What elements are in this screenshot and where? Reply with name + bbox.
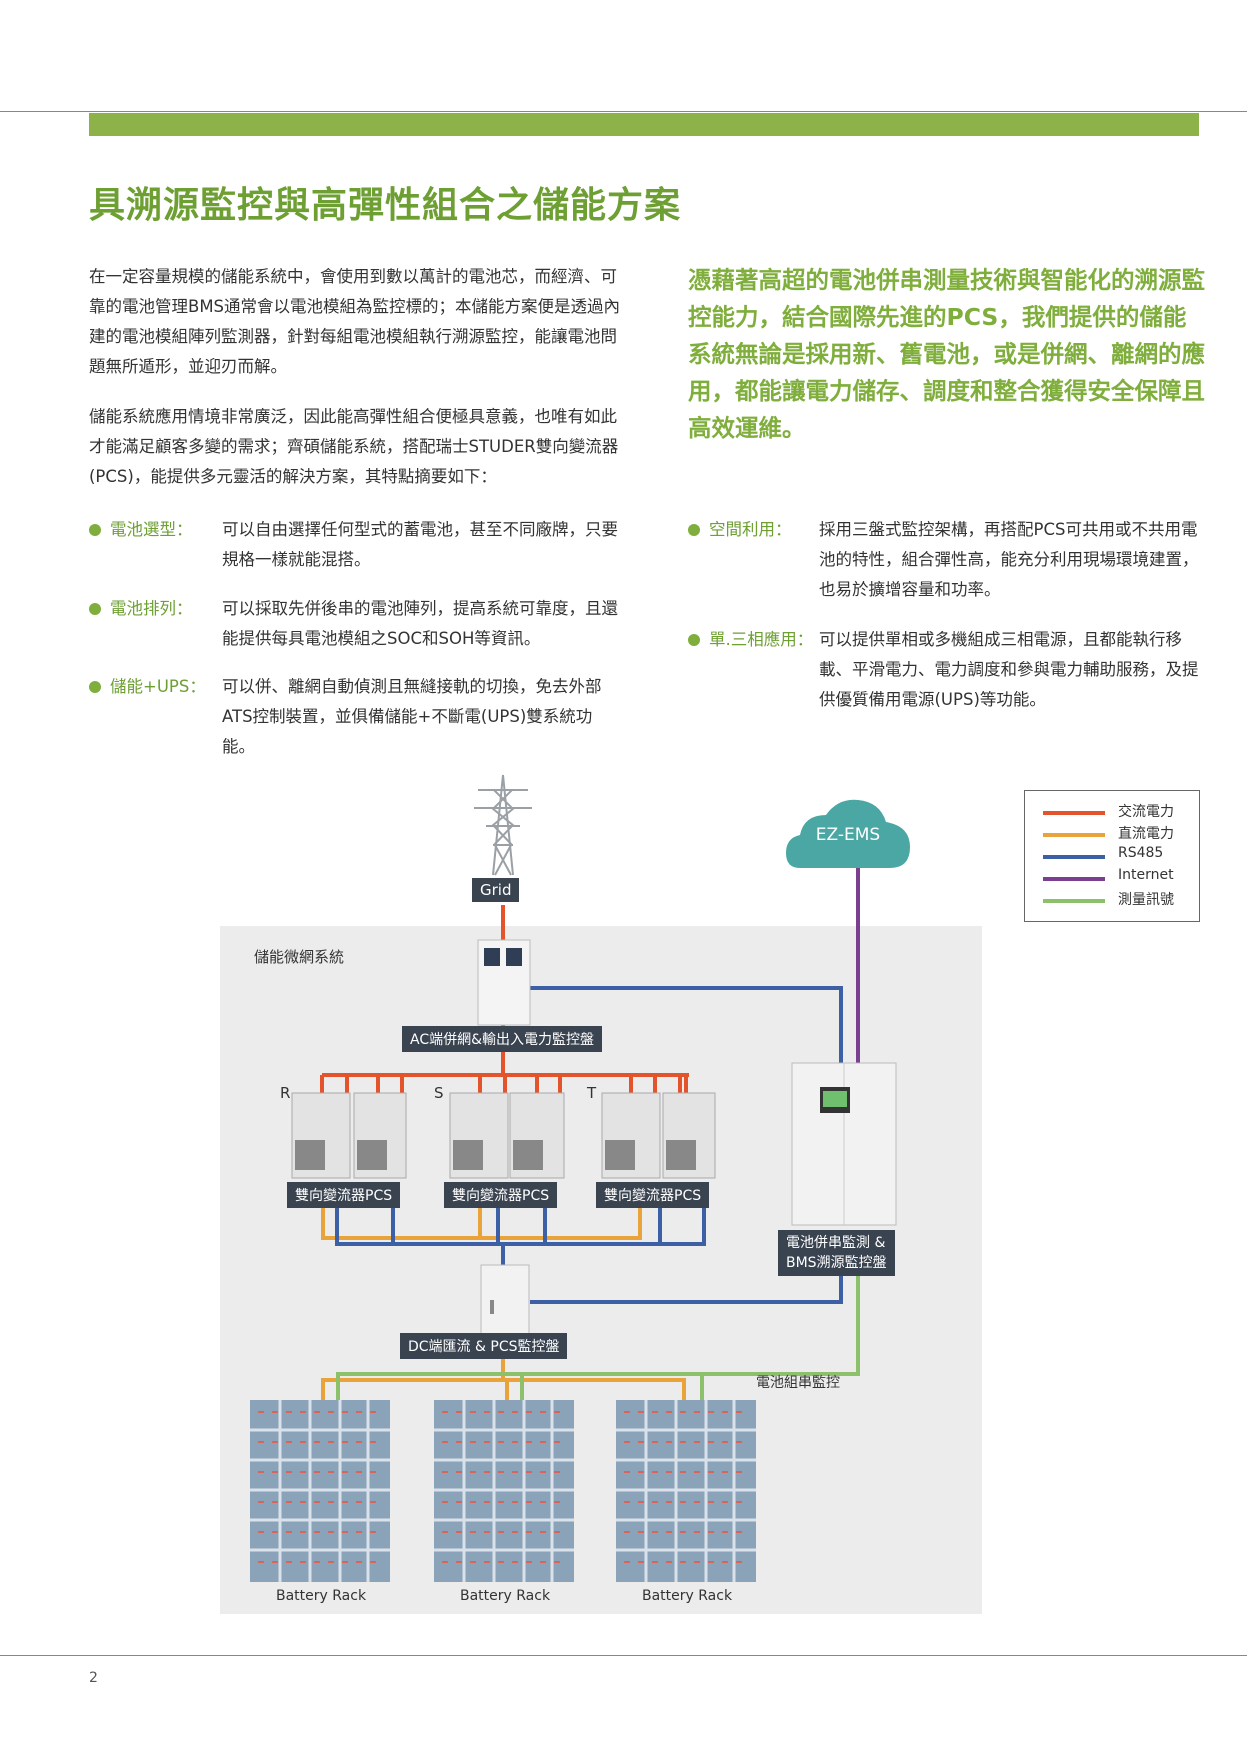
feature-label: 單.三相應用： bbox=[709, 630, 814, 649]
transmission-tower-icon bbox=[474, 774, 532, 876]
string-monitor-label: 電池組串監控 bbox=[756, 1375, 840, 1391]
feature-label: 空間利用： bbox=[709, 520, 792, 539]
pcs-label-t: 雙向變流器PCS bbox=[596, 1182, 710, 1208]
line-legend: 交流電力 直流電力 RS485 Internet 測量訊號 bbox=[1024, 790, 1200, 922]
ac-drops bbox=[320, 1075, 688, 1095]
battery-rack-icon bbox=[616, 1400, 756, 1582]
pcs-label-r: 雙向變流器PCS bbox=[287, 1182, 401, 1208]
feature-text: 可以併、離網自動偵測且無縫接軌的切換，免去外部ATS控制裝置，並俱備儲能+不斷電… bbox=[222, 677, 602, 756]
feature-storage-ups: 儲能+UPS： 可以併、離網自動偵測且無縫接軌的切換，免去外部ATS控制裝置，並… bbox=[89, 672, 634, 762]
bullet-dot bbox=[89, 603, 101, 615]
legend-label: Internet bbox=[1118, 867, 1174, 883]
legend-swatch bbox=[1043, 899, 1105, 903]
intro-paragraph-1: 在一定容量規模的儲能系統中，會使用到數以萬計的電池芯，而經濟、可靠的電池管理BM… bbox=[89, 267, 621, 376]
feature-label: 電池選型： bbox=[110, 520, 193, 539]
rs485-ac-panel-line bbox=[530, 986, 843, 1065]
cloud-icon bbox=[786, 799, 910, 868]
feature-text: 可以提供單相或多機組成三相電源，且都能執行移載、平滑電力、電力調度和參與電力輔助… bbox=[819, 630, 1199, 709]
page-title: 具溯源監控與高彈性組合之儲能方案 bbox=[89, 185, 682, 226]
bms-cabinet-icon bbox=[791, 1062, 897, 1226]
ac-panel-cabinet-icon bbox=[477, 939, 531, 1026]
bullet-dot bbox=[688, 634, 700, 646]
pcs-inverter-icon bbox=[601, 1092, 716, 1179]
legend-swatch bbox=[1043, 833, 1105, 837]
feature-text: 採用三盤式監控架構，再搭配PCS可共用或不共用電池的特性，組合彈性高，能充分利用… bbox=[819, 520, 1199, 599]
pcs-inverter-icon bbox=[449, 1092, 565, 1179]
battery-rack-icon bbox=[250, 1400, 390, 1582]
dc-panel-label: DC端匯流 & PCS監控盤 bbox=[400, 1333, 568, 1359]
dc-rack-lines bbox=[321, 1340, 686, 1400]
rs485-pcs-line bbox=[335, 1205, 706, 1246]
battery-rack-label-3: Battery Rack bbox=[642, 1588, 733, 1604]
phase-t-label: T bbox=[587, 1084, 597, 1102]
legend-label: 測量訊號 bbox=[1118, 892, 1174, 908]
footer-rule bbox=[0, 1655, 1247, 1656]
rs485-dc-panel-line bbox=[501, 1244, 843, 1304]
feature-text: 可以採取先併後串的電池陣列，提高系統可靠度，且還能提供每具電池模組之SOC和SO… bbox=[222, 599, 618, 648]
bullet-dot bbox=[89, 681, 101, 693]
legend-item: 交流電力 bbox=[1043, 801, 1193, 823]
legend-label: RS485 bbox=[1118, 845, 1164, 861]
legend-item: RS485 bbox=[1043, 845, 1193, 867]
measure-signal-line bbox=[336, 1275, 860, 1400]
legend-label: 直流電力 bbox=[1118, 826, 1174, 842]
feature-battery-arrangement: 電池排列： 可以採取先併後串的電池陣列，提高系統可靠度，且還能提供每具電池模組之… bbox=[89, 594, 634, 654]
battery-rack-icon bbox=[434, 1400, 574, 1582]
battery-rack-label-2: Battery Rack bbox=[460, 1588, 551, 1604]
legend-item: Internet bbox=[1043, 867, 1193, 889]
system-label: 儲能微網系統 bbox=[254, 948, 345, 966]
feature-text: 可以自由選擇任何型式的蓄電池，甚至不同廠牌，只要規格一樣就能混搭。 bbox=[222, 520, 618, 569]
legend-item: 直流電力 bbox=[1043, 823, 1193, 845]
intro-paragraph-2: 儲能系統應用情境非常廣泛，因此能高彈性組合便極具意義，也唯有如此才能滿足顧客多變… bbox=[89, 407, 619, 486]
cloud-label: EZ-EMS bbox=[815, 825, 881, 845]
page-number: 2 bbox=[89, 1670, 98, 1686]
bms-panel-label-line2: BMS溯源監控盤 bbox=[786, 1255, 887, 1271]
phase-r-label: R bbox=[280, 1084, 291, 1102]
bms-panel-label: 電池併串監測 & BMS溯源監控盤 bbox=[778, 1230, 895, 1276]
legend-swatch bbox=[1043, 811, 1105, 815]
legend-item: 測量訊號 bbox=[1043, 889, 1193, 911]
header-rule bbox=[0, 111, 1247, 112]
battery-rack-label-1: Battery Rack bbox=[276, 1588, 367, 1604]
highlight-statement: 憑藉著高超的電池併串測量技術與智能化的溯源監控能力，結合國際先進的PCS，我們提… bbox=[688, 266, 1205, 442]
feature-phase-application: 單.三相應用： 可以提供單相或多機組成三相電源，且都能執行移載、平滑電力、電力調… bbox=[688, 625, 1210, 715]
legend-swatch bbox=[1043, 855, 1105, 859]
bms-panel-label-line1: 電池併串監測 & bbox=[786, 1235, 886, 1251]
grid-label: Grid bbox=[472, 878, 520, 902]
legend-swatch bbox=[1043, 877, 1105, 881]
bullet-dot bbox=[89, 524, 101, 536]
dc-panel-cabinet-icon bbox=[480, 1264, 530, 1339]
header-green-bar bbox=[89, 113, 1199, 136]
feature-space-usage: 空間利用： 採用三盤式監控架構，再搭配PCS可共用或不共用電池的特性，組合彈性高… bbox=[688, 515, 1210, 605]
bullet-dot bbox=[688, 524, 700, 536]
phase-s-label: S bbox=[434, 1084, 444, 1102]
pcs-label-s: 雙向變流器PCS bbox=[444, 1182, 558, 1208]
feature-label: 儲能+UPS： bbox=[110, 677, 206, 696]
pcs-inverter-icon bbox=[291, 1092, 407, 1179]
feature-battery-type: 電池選型： 可以自由選擇任何型式的蓄電池，甚至不同廠牌，只要規格一樣就能混搭。 bbox=[89, 515, 634, 575]
legend-label: 交流電力 bbox=[1118, 804, 1174, 820]
ac-panel-label: AC端併網&輸出入電力監控盤 bbox=[402, 1026, 603, 1052]
feature-label: 電池排列： bbox=[110, 599, 193, 618]
